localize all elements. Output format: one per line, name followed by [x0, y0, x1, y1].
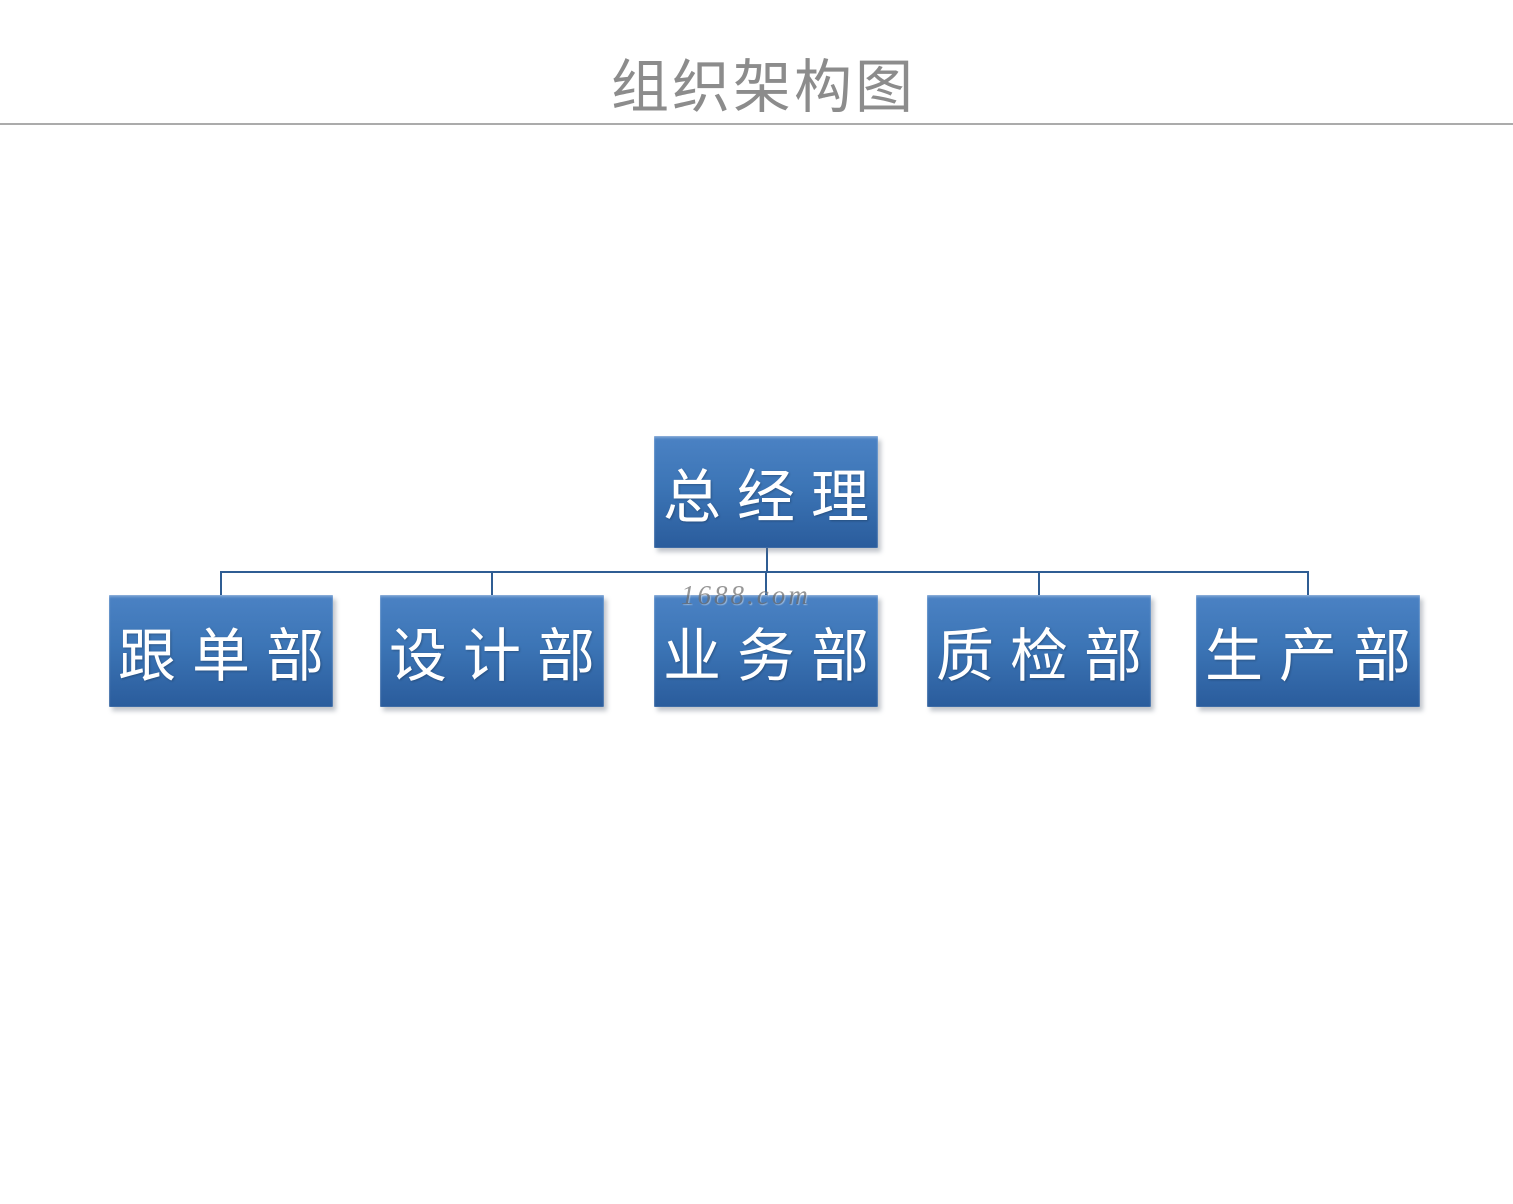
org-node-child-5: 生产部	[1196, 595, 1420, 707]
page-title: 组织架构图	[610, 55, 916, 120]
org-node-child-1-label: 跟单部	[118, 624, 341, 689]
title-divider	[0, 123, 1513, 125]
org-node-root: 总经理	[654, 436, 878, 548]
connector-trunk	[766, 547, 768, 573]
org-node-child-5-label: 生产部	[1205, 624, 1428, 689]
org-node-child-2: 设计部	[380, 595, 604, 707]
connector-drop-1	[220, 571, 222, 596]
watermark: 1688.com	[681, 580, 811, 610]
org-node-root-label: 总经理	[663, 465, 886, 530]
org-node-child-3: 业务部	[654, 595, 878, 707]
connector-drop-3	[765, 571, 767, 596]
connector-drop-4	[1038, 571, 1040, 596]
connector-drop-2	[491, 571, 493, 596]
connector-rail	[220, 571, 1309, 573]
connector-drop-5	[1307, 571, 1309, 596]
org-node-child-2-label: 设计部	[389, 624, 612, 689]
org-node-child-3-label: 业务部	[663, 624, 886, 689]
org-node-child-4: 质检部	[927, 595, 1151, 707]
org-node-child-4-label: 质检部	[936, 624, 1159, 689]
org-node-child-1: 跟单部	[109, 595, 333, 707]
